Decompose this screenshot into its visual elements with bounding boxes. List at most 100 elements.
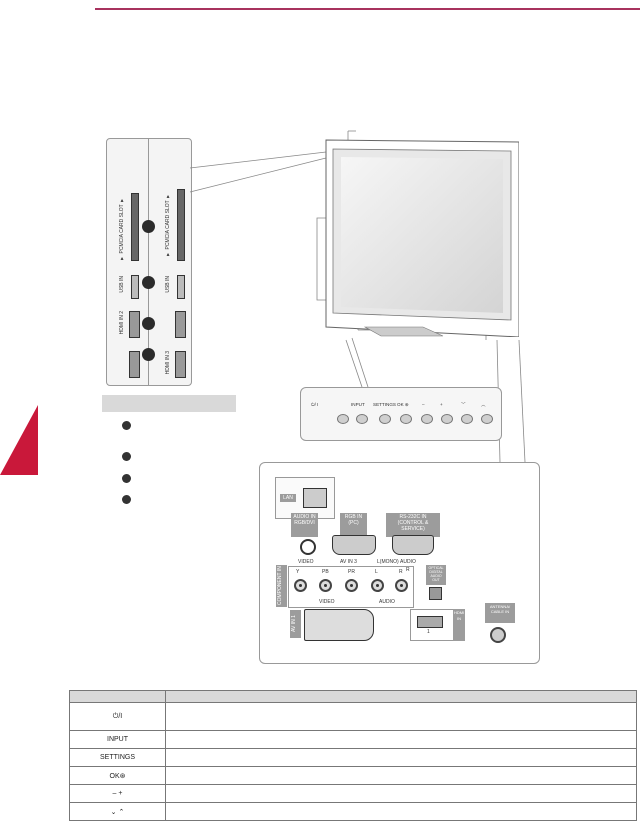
table-key: ⌄ ⌃ [69,802,166,821]
audio-in-jack [300,539,316,555]
comp-l-label: L [375,569,378,575]
input-label: INPUT [351,402,365,407]
rs232-port [392,535,434,555]
callout-marker [142,317,155,330]
side-panel-left: ▼ PCMCIA CARD SLOT ▼ USB IN HDMI IN 2 [107,139,149,385]
rear-panel: LAN AUDIO IN RGB/DVI RGB IN (PC) RS-232C… [259,462,540,664]
lan-box: LAN [275,477,335,519]
table-row: OK⊛ [69,766,637,785]
channel-down-button[interactable] [461,414,473,424]
pcmcia-slot [177,189,185,261]
video-label: VIDEO [298,559,314,565]
video-group-label: VIDEO [319,599,335,605]
av-in1-label: AV IN 1 [290,610,301,638]
usb-port [131,275,139,299]
antenna-label: ANTENNA/ CABLE IN [485,603,515,623]
table-key: SETTINGS [69,748,166,767]
table-header [69,690,637,703]
input-button[interactable] [356,414,368,424]
pr-jack [345,579,358,592]
side-panel-right: ▼ PCMCIA CARD SLOT ▼ USB IN HDMI IN 3 [149,139,190,385]
legend-marker [122,495,131,504]
channel-up-button[interactable] [481,414,493,424]
legend-marker [122,474,131,483]
optical-port [429,587,442,600]
control-panel: ⏻/ I INPUT SETTINGS OK ⊛ – + ﹀ ︿ [300,387,502,441]
hdmi-box: 1 [410,609,454,641]
antenna-jack [490,627,506,643]
hdmi-port [175,351,186,378]
settings-label: SETTINGS [373,402,396,407]
minus-label: – [422,402,425,407]
table-header-cell [165,690,637,703]
table-desc [165,802,637,821]
plus-label: + [440,402,443,407]
audio-group-label: AUDIO [379,599,395,605]
hdmi-in-label: HDMI IN [453,609,465,641]
tv-illustration [325,139,519,337]
lan-port [303,488,327,508]
chapter-tab [0,405,38,475]
hdmi-number: 1 [427,629,430,635]
audio-l-jack [371,579,384,592]
rgb-port [332,535,376,555]
table-desc [165,748,637,767]
audio-label: AUDIO [400,559,416,565]
table-key: ⏻/I [69,702,166,731]
up-label: ︿ [481,402,486,407]
rs232-label: RS-232C IN (CONTROL & SERVICE) [386,513,440,537]
table-row: ⏻/I [69,702,637,731]
audio-r-jack [395,579,408,592]
buttons-table: ⏻/I INPUT SETTINGS OK⊛ – + ⌄ ⌃ [69,690,637,821]
usb-port [177,275,185,299]
pcmcia-slot [131,193,139,261]
hdmi-port [417,616,443,628]
table-key: OK⊛ [69,766,166,785]
side-panel-diagram: ▼ PCMCIA CARD SLOT ▼ USB IN HDMI IN 2 ▼ … [106,138,192,386]
table-key: INPUT [69,730,166,749]
optical-label: OPTICAL DIGITAL AUDIO OUT [426,565,446,585]
r-label: R [406,567,410,573]
ok-label: OK ⊛ [397,402,409,407]
table-row: – + [69,784,637,803]
legend-marker [122,421,131,430]
comp-pb-label: PB [322,569,329,575]
ok-button[interactable] [400,414,412,424]
comp-y-label: Y [296,569,300,575]
table-row: ⌄ ⌃ [69,802,637,821]
y-jack [294,579,307,592]
av-in3-label: AV IN 3 [340,559,357,565]
comp-pr-label: PR [348,569,355,575]
table-key: – + [69,784,166,803]
component-box: Y PB PR L R VIDEO AUDIO [288,566,414,608]
table-header-cell [69,690,166,703]
down-label: ﹀ [461,402,466,407]
table-desc [165,702,637,731]
table-desc [165,784,637,803]
comp-r-label: R [399,569,403,575]
legend-header [102,395,236,412]
scart-port [304,609,374,641]
pb-jack [319,579,332,592]
hdmi-port [129,351,140,378]
legend-marker [122,452,131,461]
table-row: SETTINGS [69,748,637,767]
hdmi-port [129,311,140,338]
volume-up-button[interactable] [441,414,453,424]
power-label: ⏻/ I [311,402,319,407]
header-rule [95,8,640,10]
table-desc [165,766,637,785]
audio-in-label: AUDIO IN RGB/DVI [291,513,318,537]
volume-down-button[interactable] [421,414,433,424]
rgb-in-label: RGB IN (PC) [340,513,367,537]
power-button[interactable] [337,414,349,424]
lmono-label: L(MONO) [377,559,399,565]
lan-label: LAN [280,494,296,502]
settings-button[interactable] [379,414,391,424]
table-row: INPUT [69,730,637,749]
component-label: COMPONENT IN [276,565,287,607]
table-desc [165,730,637,749]
callout-marker [142,220,155,233]
callout-marker [142,276,155,289]
hdmi-port [175,311,186,338]
